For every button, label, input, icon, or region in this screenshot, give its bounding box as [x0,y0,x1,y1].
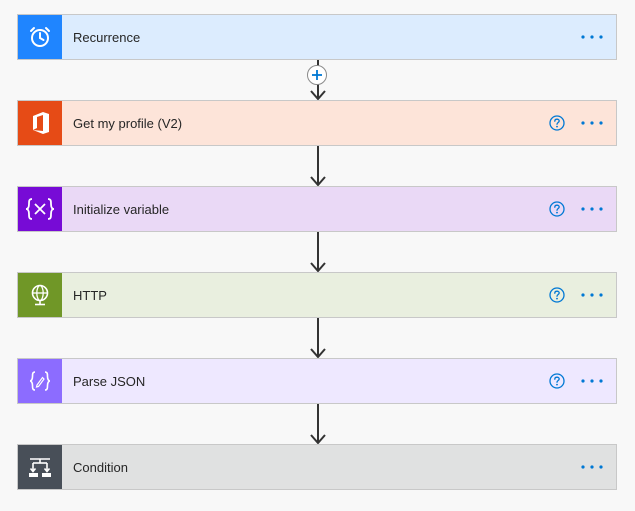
ellipsis-icon [581,379,603,383]
step-card-condition[interactable]: Condition [17,444,617,490]
connector-arrow [310,232,326,272]
step-title: Condition [73,459,128,475]
help-button[interactable] [549,115,565,131]
step-icon-box [18,187,62,231]
more-options-button[interactable] [578,199,606,219]
more-options-button[interactable] [578,285,606,305]
help-button[interactable] [549,287,565,303]
step-card-http[interactable]: HTTP [17,272,617,318]
step-title: Initialize variable [73,201,170,217]
step-title: HTTP [73,287,107,303]
step-icon-box [18,445,62,489]
help-button[interactable] [549,201,565,217]
step-card-get-my-profile[interactable]: Get my profile (V2) [17,100,617,146]
step-icon-box [18,359,62,403]
step-card-recurrence[interactable]: Recurrence [17,14,617,60]
step-icon-box [18,15,62,59]
condition-icon [29,458,51,477]
more-options-button[interactable] [578,113,606,133]
office-logo-icon [33,112,49,134]
step-title: Parse JSON [73,373,146,389]
question-mark-icon [549,373,565,389]
question-mark-icon [549,115,565,131]
more-options-button[interactable] [578,457,606,477]
ellipsis-icon [581,207,603,211]
step-card-initialize-variable[interactable]: Initialize variable [17,186,617,232]
more-options-button[interactable] [578,371,606,391]
variable-icon [25,198,55,220]
question-mark-icon [549,287,565,303]
globe-icon [31,284,49,306]
more-options-button[interactable] [578,27,606,47]
connector-arrow [310,404,326,444]
alarm-clock-icon [30,27,50,47]
ellipsis-icon [581,121,603,125]
step-title: Recurrence [73,29,141,45]
add-step-button[interactable] [307,65,327,85]
step-title: Get my profile (V2) [73,115,183,131]
json-icon [29,371,51,391]
plus-icon [312,70,322,80]
help-button[interactable] [549,373,565,389]
connector-arrow [310,146,326,186]
step-icon-box [18,273,62,317]
connector-arrow [310,318,326,358]
ellipsis-icon [581,465,603,469]
question-mark-icon [549,201,565,217]
ellipsis-icon [581,35,603,39]
step-card-parse-json[interactable]: Parse JSON [17,358,617,404]
ellipsis-icon [581,293,603,297]
step-icon-box [18,101,62,145]
